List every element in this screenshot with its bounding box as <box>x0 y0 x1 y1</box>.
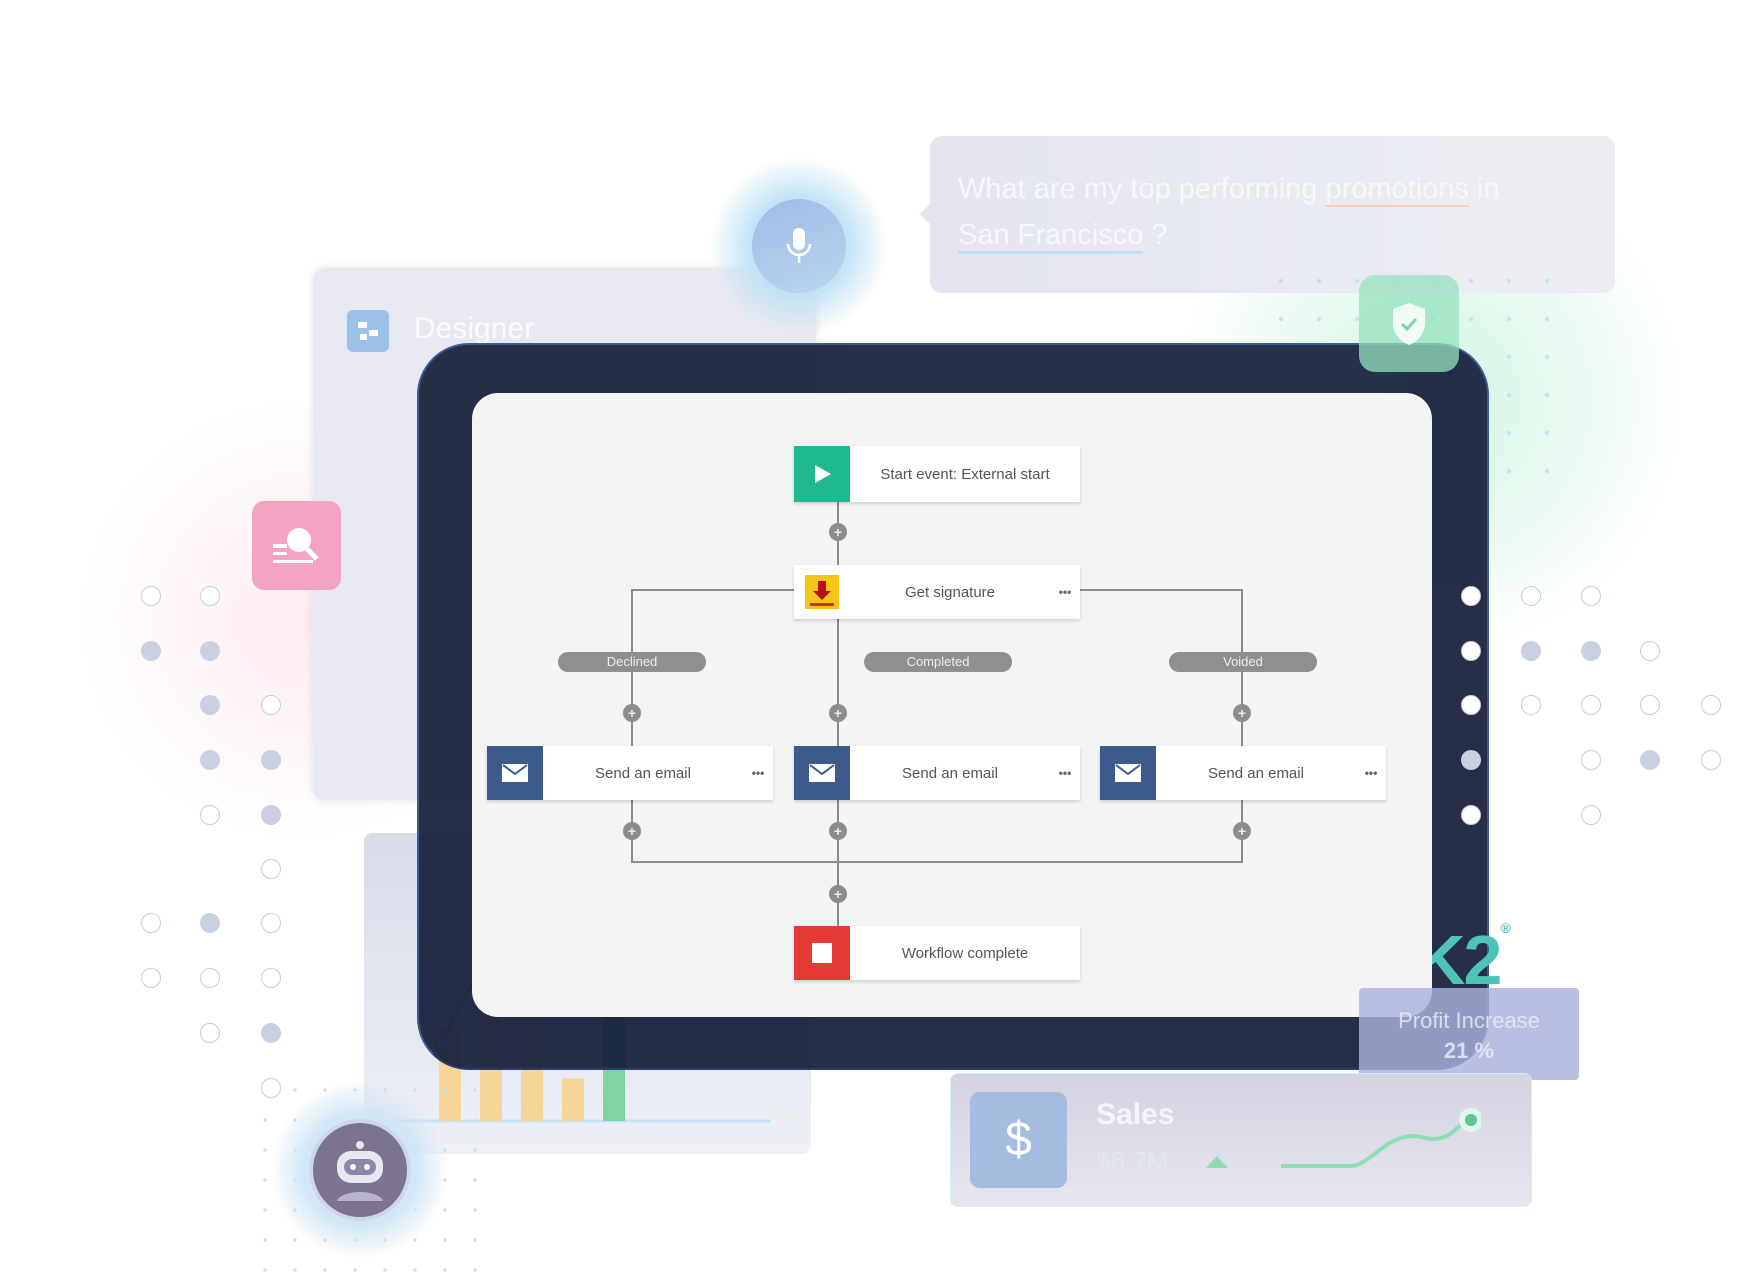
envelope-icon <box>487 746 543 800</box>
chart-bar <box>562 1078 584 1121</box>
decorative-circle <box>200 641 220 661</box>
decorative-circle <box>1581 805 1601 825</box>
send-email-node[interactable]: Send an email ••• <box>1100 746 1386 800</box>
search-icon <box>272 527 319 563</box>
sales-card: $ Sales $6.7M <box>950 1073 1532 1207</box>
decorative-circle <box>1640 641 1660 661</box>
decorative-circle <box>1581 750 1601 770</box>
start-event-node[interactable]: Start event: External start <box>794 446 1080 502</box>
more-options-button[interactable]: ••• <box>1058 585 1072 599</box>
node-label: Get signature <box>904 583 996 601</box>
trend-up-icon <box>1206 1156 1228 1168</box>
decorative-circle <box>1581 586 1601 606</box>
decorative-circle <box>261 695 281 715</box>
robot-icon <box>337 1141 383 1201</box>
query-mark: ? <box>1143 219 1168 251</box>
microphone-icon <box>786 228 812 263</box>
decorative-circle <box>261 1023 281 1043</box>
signature-download-icon <box>794 565 850 619</box>
node-label: Send an email <box>902 764 998 782</box>
decorative-circle <box>261 913 281 933</box>
query-text-end: in <box>1468 173 1500 205</box>
query-keyword: promotions <box>1325 173 1469 207</box>
node-label: Workflow complete <box>901 944 1029 962</box>
add-step-button[interactable]: + <box>829 704 847 722</box>
profit-increase-card: Profit Increase 21 % <box>1359 988 1579 1080</box>
decorative-circle <box>261 1078 281 1098</box>
branch-label-declined: Declined <box>558 652 706 672</box>
decorative-circle <box>200 750 220 770</box>
decorative-circle <box>1581 641 1601 661</box>
decorative-circle <box>1461 695 1481 715</box>
node-label: Send an email <box>595 764 691 782</box>
decorative-circle <box>200 695 220 715</box>
envelope-icon <box>794 746 850 800</box>
decorative-circle <box>1461 641 1481 661</box>
decorative-circle <box>261 805 281 825</box>
decorative-circle <box>1521 586 1541 606</box>
sales-label: Sales <box>1096 1098 1175 1131</box>
branch-label-voided: Voided <box>1169 652 1317 672</box>
workflow-complete-node[interactable]: Workflow complete <box>794 926 1080 980</box>
query-location: San Francisco <box>958 219 1144 254</box>
decorative-circle <box>1461 586 1481 606</box>
decorative-circle <box>200 805 220 825</box>
add-step-button[interactable]: + <box>829 822 847 840</box>
profit-value: 21 % <box>1443 1038 1495 1063</box>
decorative-circle <box>200 1023 220 1043</box>
decorative-circle <box>1640 750 1660 770</box>
decorative-circle <box>141 913 161 933</box>
add-step-button[interactable]: + <box>623 704 641 722</box>
send-email-node[interactable]: Send an email ••• <box>794 746 1080 800</box>
add-step-button[interactable]: + <box>623 822 641 840</box>
add-step-button[interactable]: + <box>1233 822 1251 840</box>
decorative-circle <box>141 641 161 661</box>
decorative-circle <box>1640 695 1660 715</box>
add-step-button[interactable]: + <box>829 523 847 541</box>
decorative-circle <box>261 750 281 770</box>
sales-sparkline <box>1281 1108 1481 1168</box>
shield-check-icon <box>1393 302 1425 345</box>
more-options-button[interactable]: ••• <box>751 766 765 780</box>
decorative-circle <box>1701 695 1721 715</box>
profit-label: Profit Increase <box>1398 1008 1540 1033</box>
microphone-button[interactable] <box>752 199 846 293</box>
decorative-circle <box>1581 695 1601 715</box>
workflow-canvas: + + + + + + + + Declined Completed Voide… <box>472 393 1432 1017</box>
branch-label-completed: Completed <box>864 652 1012 672</box>
decorative-circle <box>1461 750 1481 770</box>
send-email-node[interactable]: Send an email ••• <box>487 746 773 800</box>
add-step-button[interactable]: + <box>1233 704 1251 722</box>
decorative-circle <box>1521 695 1541 715</box>
get-signature-node[interactable]: Get signature ••• <box>794 565 1080 619</box>
more-options-button[interactable]: ••• <box>1364 766 1378 780</box>
add-step-button[interactable]: + <box>829 885 847 903</box>
stop-icon <box>794 926 850 980</box>
decorative-circle <box>141 968 161 988</box>
robot-avatar <box>309 1119 411 1221</box>
decorative-circle <box>200 913 220 933</box>
decorative-circle <box>1461 805 1481 825</box>
designer-title: Designer <box>414 312 535 345</box>
search-tile[interactable] <box>252 501 341 590</box>
sales-value: $6.7M <box>1096 1146 1169 1176</box>
query-text: What are my top performing <box>958 173 1326 205</box>
play-icon <box>794 446 850 502</box>
designer-icon <box>347 310 389 352</box>
more-options-button[interactable]: ••• <box>1058 766 1072 780</box>
decorative-circle <box>261 859 281 879</box>
decorative-circle <box>1701 750 1721 770</box>
node-label: Start event: External start <box>880 465 1050 483</box>
decorative-circle <box>200 968 220 988</box>
decorative-circle <box>261 968 281 988</box>
node-label: Send an email <box>1208 764 1304 782</box>
envelope-icon <box>1100 746 1156 800</box>
dollar-icon: $ <box>970 1092 1067 1188</box>
decorative-circle <box>200 586 220 606</box>
security-tile <box>1359 275 1459 372</box>
decorative-circle <box>1521 641 1541 661</box>
decorative-circle <box>141 586 161 606</box>
